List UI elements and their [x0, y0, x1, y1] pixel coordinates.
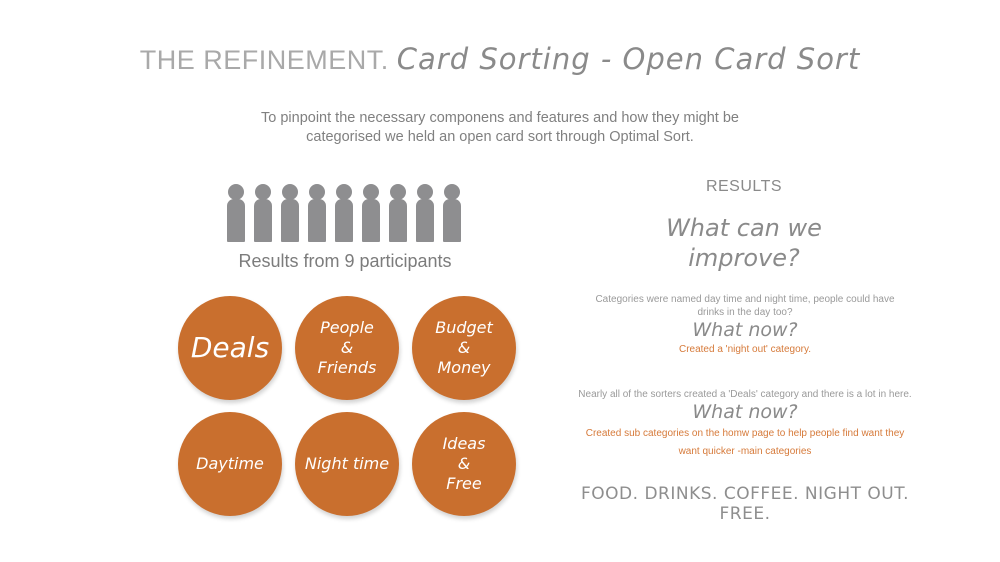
intro-line-1: To pinpoint the necessary componens and … [261, 110, 739, 126]
main-categories: FOOD. DRINKS. COFFEE. NIGHT OUT. FREE. [581, 484, 909, 524]
finding-action: Created sub categories on the homw page … [585, 428, 905, 439]
what-now-heading: What now? [692, 319, 798, 341]
title-main: Card Sorting - Open Card Sort [396, 42, 861, 76]
category-circle-people-friends: People & Friends [295, 296, 399, 400]
person-icon [335, 184, 353, 242]
person-icon [281, 184, 299, 242]
person-icon [389, 184, 407, 242]
person-icon [362, 184, 380, 242]
person-icon [443, 184, 461, 242]
category-circle-budget-money: Budget & Money [412, 296, 516, 400]
participants-icons [227, 184, 461, 242]
title-prefix: THE REFINEMENT. [139, 45, 389, 75]
improve-heading-line-1: What can we [666, 214, 822, 242]
results-label: RESULTS [705, 178, 783, 195]
category-circles: Deals People & Friends Budget & Money Da… [178, 296, 518, 516]
intro-line-2: categorised we held an open card sort th… [306, 129, 694, 145]
category-circle-night-time: Night time [295, 412, 399, 516]
person-icon [416, 184, 434, 242]
improve-heading: What can we improve? [594, 213, 894, 273]
finding-1: Categories were named day time and night… [560, 293, 930, 359]
category-circle-ideas-free: Ideas & Free [412, 412, 516, 516]
person-icon [308, 184, 326, 242]
finding-2: Nearly all of the sorters created a 'Dea… [560, 388, 930, 461]
person-icon [254, 184, 272, 242]
intro-text: To pinpoint the necessary componens and … [200, 109, 800, 147]
category-circle-daytime: Daytime [178, 412, 282, 516]
finding-note: Nearly all of the sorters created a 'Dea… [578, 389, 912, 400]
finding-action: Created a 'night out' category. [678, 344, 812, 355]
finding-action: want quicker -main categories [678, 446, 812, 457]
finding-note: Categories were named day time and night… [595, 294, 895, 305]
finding-note: drinks in the day too? [697, 307, 793, 318]
what-now-heading: What now? [692, 401, 798, 423]
person-icon [227, 184, 245, 242]
page-title: THE REFINEMENT. Card Sorting - Open Card… [0, 42, 1000, 76]
participants-label: Results from 9 participants [238, 251, 452, 271]
category-circle-deals: Deals [178, 296, 282, 400]
improve-heading-line-2: improve? [688, 244, 800, 272]
